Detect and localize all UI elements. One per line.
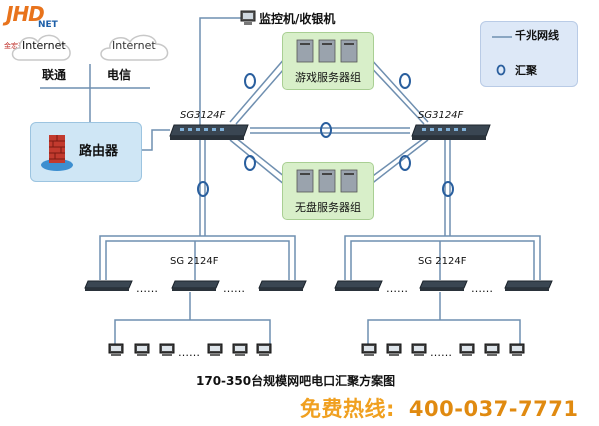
diskless-server-group-label: 无盘服务器组: [295, 201, 361, 214]
router-label: 路由器: [79, 144, 119, 159]
brand-logo: JHD: [6, 2, 45, 26]
client-pc-icon: [386, 343, 402, 356]
isp-telecom-label: 电信: [107, 68, 132, 82]
diagram-caption: 170-350台规模网吧电口汇聚方案图: [196, 374, 396, 388]
aggregation-ring-icon: [244, 155, 256, 171]
aggregation-ring-icon: [399, 73, 411, 89]
access-group-label: SG 2124F: [418, 256, 467, 267]
ellipsis-text: ……: [430, 346, 452, 359]
access-switch-icon: [334, 280, 383, 291]
access-switch-icon: [504, 280, 553, 291]
monitor-link-line: [199, 17, 242, 128]
access-switch-icon: [258, 280, 307, 291]
gigabit-line-swatch: [492, 36, 512, 38]
monitor-label: 监控机/收银机: [259, 12, 336, 26]
aggregation-ring-icon: [320, 122, 332, 138]
access-group-label: SG 2124F: [170, 256, 219, 267]
ellipsis-text: ……: [386, 282, 408, 295]
server-rack-icon: [296, 39, 358, 63]
cloud-label: Internet: [112, 39, 156, 52]
core-switch-label: SG3124F: [180, 110, 226, 121]
client-pc-icon: [459, 343, 475, 356]
client-pc-icon: [411, 343, 427, 356]
monitor-pc-icon: [240, 10, 256, 25]
client-pc-icon: [232, 343, 248, 356]
hotline-banner: 免费热线: 400-037-7771: [300, 393, 578, 423]
client-pc-icon: [256, 343, 272, 356]
game-server-group-label: 游戏服务器组: [295, 71, 361, 84]
core-switch-icon: [169, 124, 249, 140]
game-server-group: 游戏服务器组: [282, 32, 374, 90]
client-pc-icon: [509, 343, 525, 356]
hotline-number: 400-037-7771: [408, 397, 579, 421]
diskless-server-group: 无盘服务器组: [282, 162, 374, 220]
aggregation-ring-icon: [442, 181, 454, 197]
ellipsis-text: ……: [223, 282, 245, 295]
hotline-label: 免费热线:: [300, 397, 395, 421]
cloud-label: Internet: [22, 39, 66, 52]
access-switch-icon: [171, 280, 220, 291]
ellipsis-text: ……: [471, 282, 493, 295]
core-switch-label: SG3124F: [418, 110, 464, 121]
aggregation-ring-icon: [197, 181, 209, 197]
legend-gigabit-label: 千兆网线: [515, 29, 559, 42]
brand-logo-net: NET: [38, 20, 58, 30]
ellipsis-text: ……: [136, 282, 158, 295]
access-switch-icon: [84, 280, 133, 291]
server-rack-icon: [296, 169, 358, 193]
client-pc-icon: [484, 343, 500, 356]
client-pc-icon: [361, 343, 377, 356]
firewall-icon: [41, 135, 73, 171]
legend-box: 千兆网线 汇聚: [480, 21, 578, 87]
cloud-icon: [100, 34, 169, 61]
cloud-icon: [11, 34, 71, 61]
client-pc-icon: [207, 343, 223, 356]
router-box: 路由器: [30, 122, 142, 182]
ellipsis-text: ……: [178, 346, 200, 359]
aggregation-ring-icon: [244, 73, 256, 89]
client-pc-icon: [108, 343, 124, 356]
access-switch-icon: [419, 280, 468, 291]
client-pc-icon: [159, 343, 175, 356]
legend-aggregation-label: 汇聚: [515, 64, 537, 77]
core-switch-icon: [411, 124, 491, 140]
aggregation-ring-icon: [496, 64, 506, 76]
isp-unicom-label: 联通: [42, 68, 67, 82]
aggregation-ring-icon: [399, 155, 411, 171]
client-pc-icon: [134, 343, 150, 356]
